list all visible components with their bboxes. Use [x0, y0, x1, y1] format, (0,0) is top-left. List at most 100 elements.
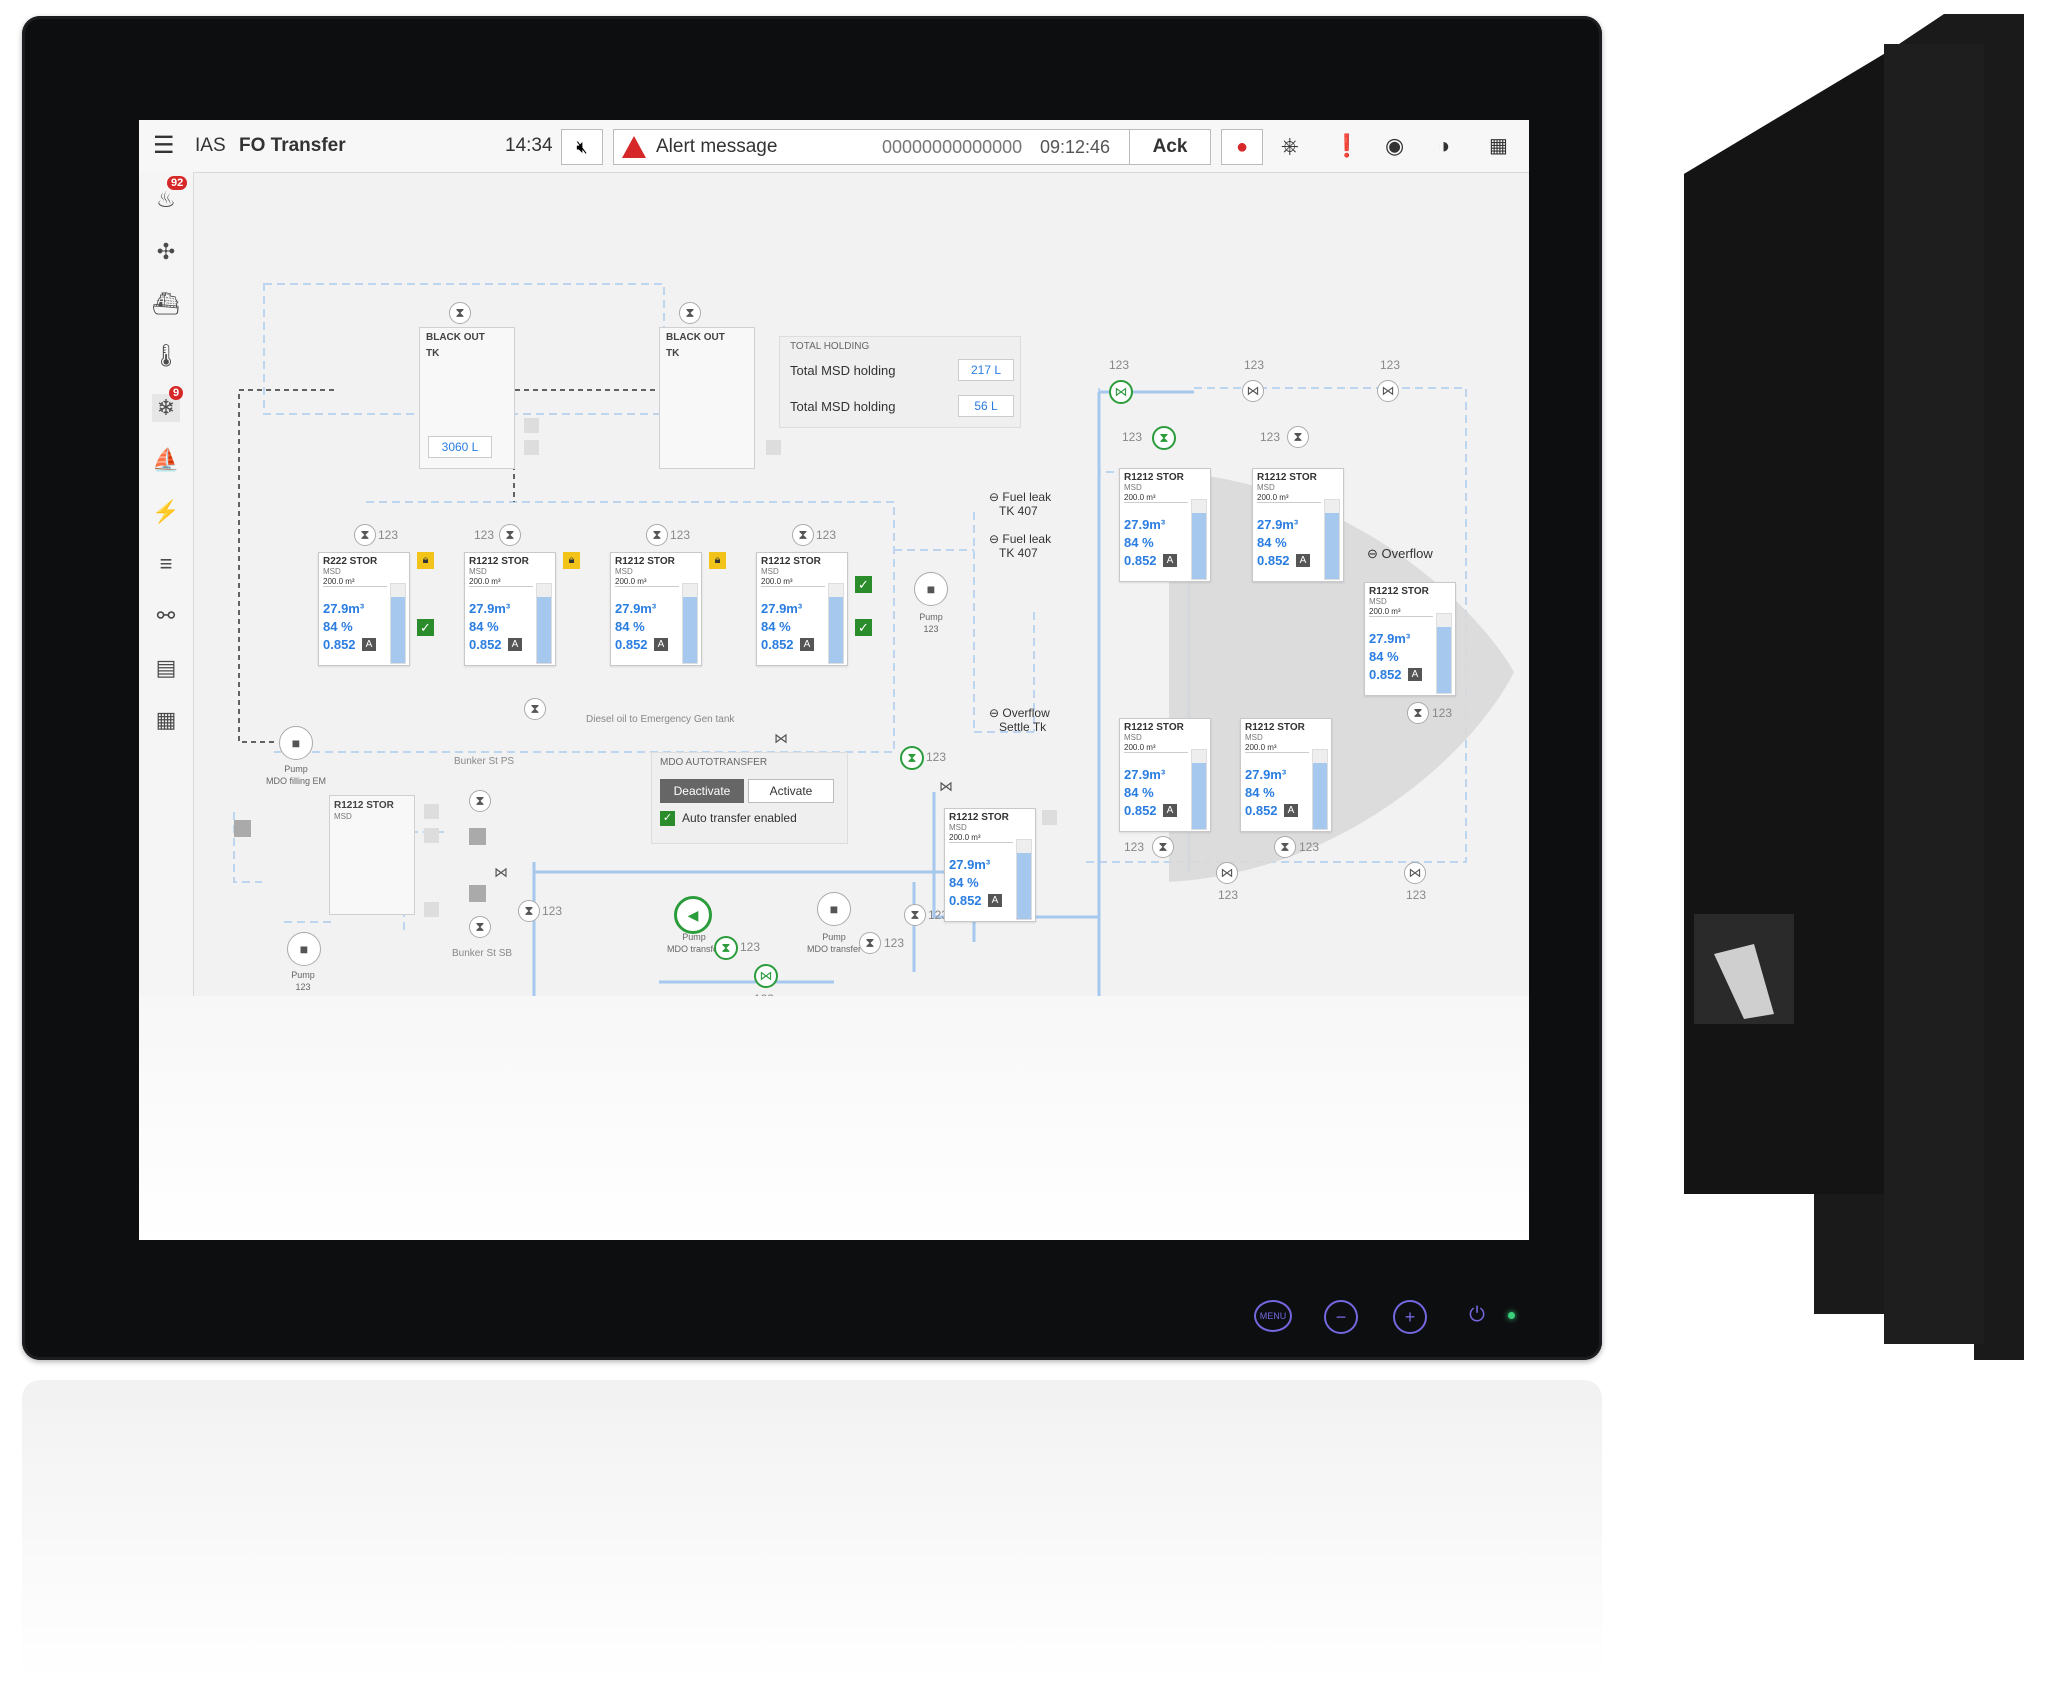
pump-running[interactable]: ◀: [674, 896, 712, 934]
valve[interactable]: ⋈: [1242, 380, 1264, 402]
tank-level-fill: [1325, 512, 1339, 579]
valve[interactable]: ⧗: [1287, 426, 1309, 448]
label-text: Overflow: [1002, 706, 1050, 720]
valve[interactable]: ⋈: [1404, 862, 1426, 884]
valve[interactable]: ⧗: [1274, 836, 1296, 858]
blackout-tank-2[interactable]: BLACK OUT TK: [659, 327, 755, 469]
message-alert-icon[interactable]: ❗: [1333, 133, 1361, 158]
auto-transfer-checkbox[interactable]: ✓: [660, 811, 675, 826]
storage-tank[interactable]: R1212 STOR MSD 200.0 m³ 27.9m³ 84 % 0.85…: [610, 552, 702, 666]
valve[interactable]: ⋈: [1377, 380, 1399, 402]
mute-icon: 🔇︎: [576, 137, 588, 157]
valve-open[interactable]: ⧗: [714, 936, 738, 960]
storage-tank[interactable]: R1212 STOR MSD 200.0 m³ 27.9m³ 84 % 0.85…: [1252, 468, 1344, 582]
alert-message: Alert message: [656, 136, 778, 157]
sidebar-item-network[interactable]: ⚯: [152, 602, 180, 630]
sidebar-item-fan[interactable]: ✣: [152, 238, 180, 266]
valve-open[interactable]: ⧗: [1152, 426, 1176, 450]
ack-button[interactable]: Ack: [1129, 129, 1211, 165]
valve-open[interactable]: ⋈: [1109, 380, 1133, 404]
valve[interactable]: ⧗: [792, 524, 814, 546]
valve[interactable]: ⧗: [1407, 702, 1429, 724]
check-valve-icon[interactable]: ⋈: [939, 778, 953, 794]
storage-tank[interactable]: R1212 STOR MSD 200.0 m³ 27.9m³ 84 % 0.85…: [1240, 718, 1332, 832]
sidebar-item-document[interactable]: ▤: [152, 654, 180, 682]
valve-open[interactable]: ⧗: [900, 746, 924, 770]
overflow-indicator: ⊖ Overflow: [1367, 546, 1433, 561]
valve-tag: 123: [740, 940, 761, 954]
valve[interactable]: ⧗: [518, 900, 540, 922]
pump[interactable]: ■: [279, 726, 313, 760]
sidebar-item-vessel[interactable]: ⛵: [152, 446, 180, 474]
valve[interactable]: ⧗: [646, 524, 668, 546]
tank-level-fill: [1437, 626, 1451, 693]
sidebar-item-list[interactable]: ≡: [152, 550, 180, 578]
valve[interactable]: ⋈: [1216, 862, 1238, 884]
check-valve-icon[interactable]: ⋈: [774, 730, 788, 746]
valve[interactable]: ⧗: [449, 302, 471, 324]
tank-capacity: 200.0 m³: [1124, 493, 1188, 503]
hw-power-button[interactable]: ⏻: [1462, 1300, 1492, 1330]
user-icon[interactable]: ◉: [1385, 133, 1405, 158]
hw-plus-button[interactable]: +: [1393, 1300, 1427, 1334]
sidebar-item-ship[interactable]: ⛴: [152, 290, 180, 318]
alarm-bell-button[interactable]: ●: [1221, 129, 1263, 165]
pump[interactable]: ■: [914, 572, 948, 606]
fuel-leak-indicator-2: ⊖ Fuel leak TK 407: [989, 532, 1052, 560]
hw-menu-button[interactable]: MENU: [1254, 1300, 1292, 1332]
mute-button[interactable]: 🔇︎: [561, 129, 603, 165]
diesel-line-label: Diesel oil to Emergency Gen tank: [586, 714, 735, 725]
valve[interactable]: ⧗: [499, 524, 521, 546]
blackout-tank-name: BLACK OUT: [666, 332, 725, 343]
valve[interactable]: ⧗: [469, 916, 491, 938]
activate-button[interactable]: Activate: [748, 779, 834, 803]
valve-open[interactable]: ⋈: [754, 964, 778, 988]
sidebar-item-thermometer[interactable]: 🌡︎: [152, 342, 180, 370]
sidebar-item-power[interactable]: ⚡: [152, 498, 180, 526]
top-bar: ☰ IAS FO Transfer 14:34 🔇︎ Alert message…: [139, 120, 1529, 173]
tank-percent: 84 %: [469, 619, 499, 634]
storage-tank[interactable]: R1212 STOR MSD 200.0 m³ 27.9m³ 84 % 0.85…: [464, 552, 556, 666]
alert-bar[interactable]: Alert message 00000000000000 09:12:46: [613, 129, 1130, 165]
valve[interactable]: ⧗: [469, 790, 491, 812]
pump[interactable]: ■: [817, 892, 851, 926]
storage-tank[interactable]: R222 STOR MSD 200.0 m³ 27.9m³ 84 % 0.852…: [318, 552, 410, 666]
valve[interactable]: ⧗: [1152, 836, 1174, 858]
check-valve-icon[interactable]: ⋈: [494, 864, 508, 880]
check-icon: ✓: [417, 619, 434, 636]
tank-level-bar: [1016, 839, 1032, 920]
storage-tank[interactable]: R1212 STOR MSD 200.0 m³ 27.9m³ 84 % 0.85…: [756, 552, 848, 666]
tank-mode-badge: A: [1163, 554, 1177, 567]
tank-percent: 84 %: [615, 619, 645, 634]
sidebar-item-dashboard[interactable]: ▦: [152, 706, 180, 734]
storage-tank-empty[interactable]: R1212 STOR MSD: [329, 795, 415, 915]
storage-tank[interactable]: R1212 STOR MSD 200.0 m³ 27.9m³ 84 % 0.85…: [1119, 718, 1211, 832]
tank-percent: 84 %: [949, 875, 979, 890]
pump[interactable]: ■: [287, 932, 321, 966]
valve[interactable]: ⧗: [354, 524, 376, 546]
status-square: [524, 440, 539, 455]
valve-tag: 123: [1109, 358, 1130, 372]
valve[interactable]: ⧗: [679, 302, 701, 324]
valve[interactable]: ⧗: [859, 932, 881, 954]
brightness-icon[interactable]: ◑: [1437, 133, 1451, 158]
blackout-tank-name: BLACK OUT: [426, 332, 485, 343]
sidebar-item-fire[interactable]: ♨: [152, 186, 180, 214]
storage-tank[interactable]: R1212 STOR MSD 200.0 m³ 27.9m³ 84 % 0.85…: [944, 808, 1036, 922]
tank-density: 0.852: [1245, 803, 1278, 818]
total-holding-header: TOTAL HOLDING: [790, 341, 870, 352]
hamburger-menu-icon[interactable]: ☰: [153, 132, 175, 159]
ship-wheel-icon[interactable]: ⎈: [1281, 133, 1299, 158]
hw-minus-button[interactable]: −: [1324, 1300, 1358, 1334]
check-icon: ✓: [855, 576, 872, 593]
apps-grid-icon[interactable]: ▦: [1489, 135, 1508, 157]
valve[interactable]: ⧗: [524, 698, 546, 720]
thermometer-icon: 🌡︎: [152, 343, 180, 368]
storage-tank[interactable]: R1212 STOR MSD 200.0 m³ 27.9m³ 84 % 0.85…: [1119, 468, 1211, 582]
valve[interactable]: ⧗: [904, 904, 926, 926]
blackout-tank-1[interactable]: BLACK OUT TK 3060 L: [419, 327, 515, 469]
deactivate-button[interactable]: Deactivate: [660, 779, 744, 803]
alert-triangle-icon: [622, 136, 646, 158]
storage-tank[interactable]: R1212 STOR MSD 200.0 m³ 27.9m³ 84 % 0.85…: [1364, 582, 1456, 696]
status-square: [424, 902, 439, 917]
